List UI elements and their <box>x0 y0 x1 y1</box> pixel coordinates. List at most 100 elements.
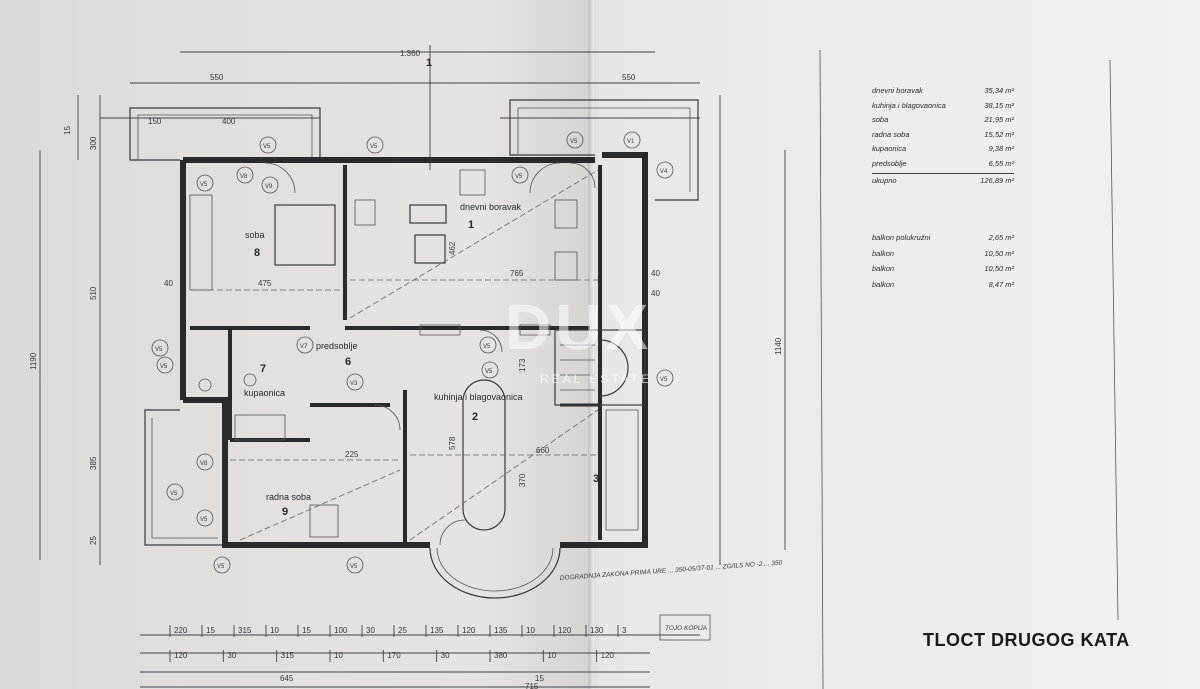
bottom-dimension-value: 30 <box>366 626 375 635</box>
area-name: kuhinja i blagovaonica <box>872 100 946 110</box>
bottom-dimension-value: 10 <box>334 651 343 660</box>
point-marker-label: V4 <box>660 169 668 175</box>
dim-bottom-total: 715 <box>525 682 539 689</box>
bottom-dimension-value: 120 <box>558 626 572 635</box>
dim-bottom-15: 15 <box>535 674 544 683</box>
point-marker-circle <box>196 509 214 527</box>
dim-left-7: 40 <box>164 279 173 288</box>
bottom-dimension-value: 30 <box>441 651 450 660</box>
bottom-dimension-value: 10 <box>547 651 556 660</box>
point-marker-circle <box>156 356 174 374</box>
room-number-8: 8 <box>254 247 260 259</box>
stamp-text: TOJO KOPIJA <box>665 625 707 632</box>
bottom-dimension-value: 135 <box>430 626 444 635</box>
room-number-6: 6 <box>345 356 351 368</box>
watermark-logo: DUX <box>505 291 653 363</box>
room-label-predsoblje: predsoblje <box>316 341 358 351</box>
right-dimension-chain: 1140 <box>719 95 786 565</box>
point-marker-label: V5 <box>660 377 668 383</box>
point-marker-label: V8 <box>240 174 248 180</box>
bottom-dimension-value: 30 <box>227 651 236 660</box>
area-name: soba <box>872 115 889 124</box>
point-marker-circle <box>196 174 214 192</box>
point-marker-circle <box>656 161 674 179</box>
balcony-value: 2,65 m² <box>988 233 1014 242</box>
handwritten-annotation: DOGRADNJA ZAKONA PRIMA URE ... 350-05/37… <box>560 559 783 582</box>
room-label-kupaonica: kupaonica <box>244 388 285 398</box>
dim-inner-9: 40 <box>651 269 660 278</box>
point-marker-circle <box>213 556 231 574</box>
balcony-name: balkon polukružni <box>872 233 931 242</box>
area-row: kuhinja i blagovaonica 38,15 m² <box>872 99 1014 114</box>
area-value: 21,95 m² <box>984 115 1014 124</box>
balcony-name: balkon <box>872 264 895 273</box>
balcony-name: balkon <box>872 279 895 289</box>
point-marker-circle <box>259 136 277 154</box>
point-marker-circle <box>346 556 364 574</box>
bottom-dimension-value: 3 <box>622 626 627 635</box>
point-marker-circle <box>296 336 314 354</box>
area-row: soba 21,95 m² <box>872 113 1014 128</box>
dim-bottom-645: 645 <box>280 674 294 683</box>
balcony-row: balkon 8,47 m² <box>872 277 1014 293</box>
point-marker-label: V5 <box>217 564 225 570</box>
dim-balcony-a: 150 <box>148 117 162 126</box>
bottom-dimension-value: 170 <box>387 651 401 660</box>
sheet-title: TLOCT DRUGOG KATA <box>923 630 1130 650</box>
room-number-2: 2 <box>472 411 478 423</box>
bottom-dimension-value: 120 <box>601 651 615 660</box>
point-marker-label: V3 <box>350 381 358 387</box>
dim-left-5: 385 <box>89 456 98 470</box>
area-total-value: 126,89 m² <box>980 176 1014 185</box>
point-marker-circle <box>623 131 641 149</box>
left-dimension-chain: 15 300 510 1190 385 25 40 <box>29 95 173 565</box>
frame-line <box>1109 59 1119 621</box>
door-swings <box>264 162 596 546</box>
dim-right: 1140 <box>774 337 783 355</box>
bottom-dimension-value: 220 <box>174 626 188 635</box>
area-name: predsoblje <box>872 158 907 168</box>
staircase <box>554 329 646 406</box>
dim-inner-5: 578 <box>448 436 457 450</box>
dim-inner-10: 40 <box>651 289 660 298</box>
bottom-dimension-value: 25 <box>398 626 407 635</box>
area-value: 6,55 m² <box>988 158 1014 168</box>
bottom-dimension-value: 380 <box>494 651 508 660</box>
dim-inner-4: 225 <box>345 450 359 459</box>
section-lines <box>190 169 599 541</box>
bottom-dimension-value: 100 <box>334 626 348 635</box>
balcony-value: 8,47 m² <box>988 279 1014 289</box>
room-number-1: 1 <box>468 219 474 231</box>
point-marker-circle <box>481 361 499 379</box>
area-name: dnevni boravak <box>872 86 923 95</box>
point-marker-label: V1 <box>627 139 635 145</box>
dim-top-right: 550 <box>622 73 636 82</box>
bottom-dimension-value: 315 <box>238 626 252 635</box>
point-marker-label: V5 <box>570 139 578 145</box>
dim-left-4: 1190 <box>29 352 38 370</box>
point-marker-label: V9 <box>265 184 273 190</box>
room-label-kuhinja: kuhinja i blagovaonica <box>434 392 523 402</box>
dim-top-left: 550 <box>210 73 224 82</box>
area-value: 38,15 m² <box>984 100 1014 110</box>
point-marker-label: V5 <box>170 491 178 497</box>
balconies <box>129 99 699 599</box>
dim-top-total: 1.360 <box>400 49 421 58</box>
point-marker-label: V5 <box>370 144 378 150</box>
room-label-soba: soba <box>245 230 265 240</box>
paper-fold <box>588 0 594 689</box>
room-labels: soba 8 dnevni boravak 1 predsoblje 6 7 k… <box>244 202 599 518</box>
top-dimension-chain: 1.360 550 550 150 400 1 <box>100 45 700 170</box>
dim-inner-7: 370 <box>518 473 527 487</box>
bottom-dimension-value: 130 <box>590 626 604 635</box>
